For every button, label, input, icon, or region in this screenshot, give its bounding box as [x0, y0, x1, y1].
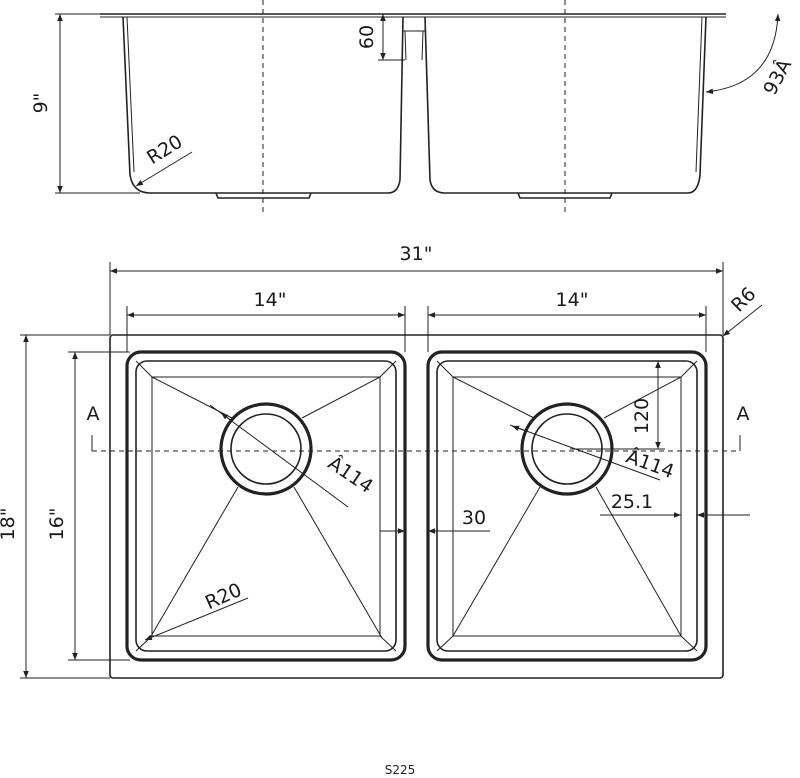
- right-bowl-width-label: 14": [556, 289, 589, 311]
- left-bowl: [125, 350, 407, 662]
- outer-flange: [109, 334, 724, 679]
- depth-label: 9": [30, 93, 52, 114]
- flange-height-label: 60: [356, 25, 378, 49]
- top-view: [20, 262, 763, 679]
- drain-offset-label: 120: [631, 398, 653, 434]
- left-bowl-width-label: 14": [254, 289, 287, 311]
- rim-offset-label: 25.1: [611, 491, 653, 513]
- right-bowl: [426, 350, 708, 662]
- left-drain-diameter-label: Â114: [324, 451, 378, 498]
- model-number: S225: [384, 763, 416, 777]
- side-view: [55, 0, 781, 214]
- divider-width-label: 30: [462, 507, 486, 529]
- section-marker-left: A: [87, 403, 100, 425]
- right-drain-diameter-label: Â114: [623, 445, 677, 483]
- overall-depth-label: 18": [0, 508, 19, 541]
- left-bowl-profile: [122, 16, 404, 194]
- side-radius-label: R20: [143, 131, 186, 169]
- overall-width-label: 31": [400, 243, 433, 265]
- inner-radius-label: R20: [202, 579, 245, 614]
- right-bowl-profile: [424, 16, 707, 194]
- section-marker-right: A: [737, 403, 750, 425]
- left-drain-inner: [230, 413, 302, 485]
- bowl-depth-label: 16": [46, 508, 68, 541]
- corner-radius-label: R6: [727, 283, 760, 316]
- left-drain-outer: [219, 402, 313, 496]
